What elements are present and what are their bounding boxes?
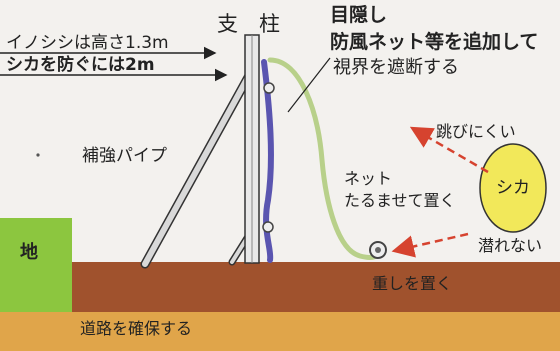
deer-label: シカ [496, 178, 530, 198]
screen-desc-line1: 防風ネット等を追加して [330, 31, 539, 53]
hard-to-jump-label: 跳びにくい [436, 122, 516, 141]
net-label: ネット [344, 169, 393, 188]
crawl-arrow [391, 232, 469, 258]
road-label: 道路を確保する [80, 319, 193, 338]
screen-desc-line2: 視界を遮断する [333, 57, 459, 78]
screen-pointer-line [287, 57, 331, 113]
net-slack-label: たるませて置く [344, 191, 456, 210]
post-label: 支 柱 [217, 12, 280, 36]
deer-height-label: シカを防ぐには2m [6, 55, 155, 75]
cannot-crawl-label: 潜れない [478, 236, 543, 255]
weight-label: 重しを置く [372, 274, 453, 293]
ground-label: 地 [20, 242, 38, 263]
deer-circle [479, 143, 547, 233]
ground-block [0, 218, 72, 312]
net-slack [267, 57, 383, 260]
screen-title: 目隠し [330, 4, 388, 26]
net-ring [262, 221, 274, 233]
brace-pipe [142, 67, 255, 267]
brace-pipe-label: 補強パイプ [82, 146, 167, 166]
road-layer [0, 312, 560, 351]
boar-height-label: イノシシは高さ1.3m [6, 33, 169, 53]
net-ring [263, 82, 275, 94]
net-screen [261, 59, 274, 263]
soil-layer [70, 262, 560, 312]
jump-arrow [409, 126, 489, 174]
